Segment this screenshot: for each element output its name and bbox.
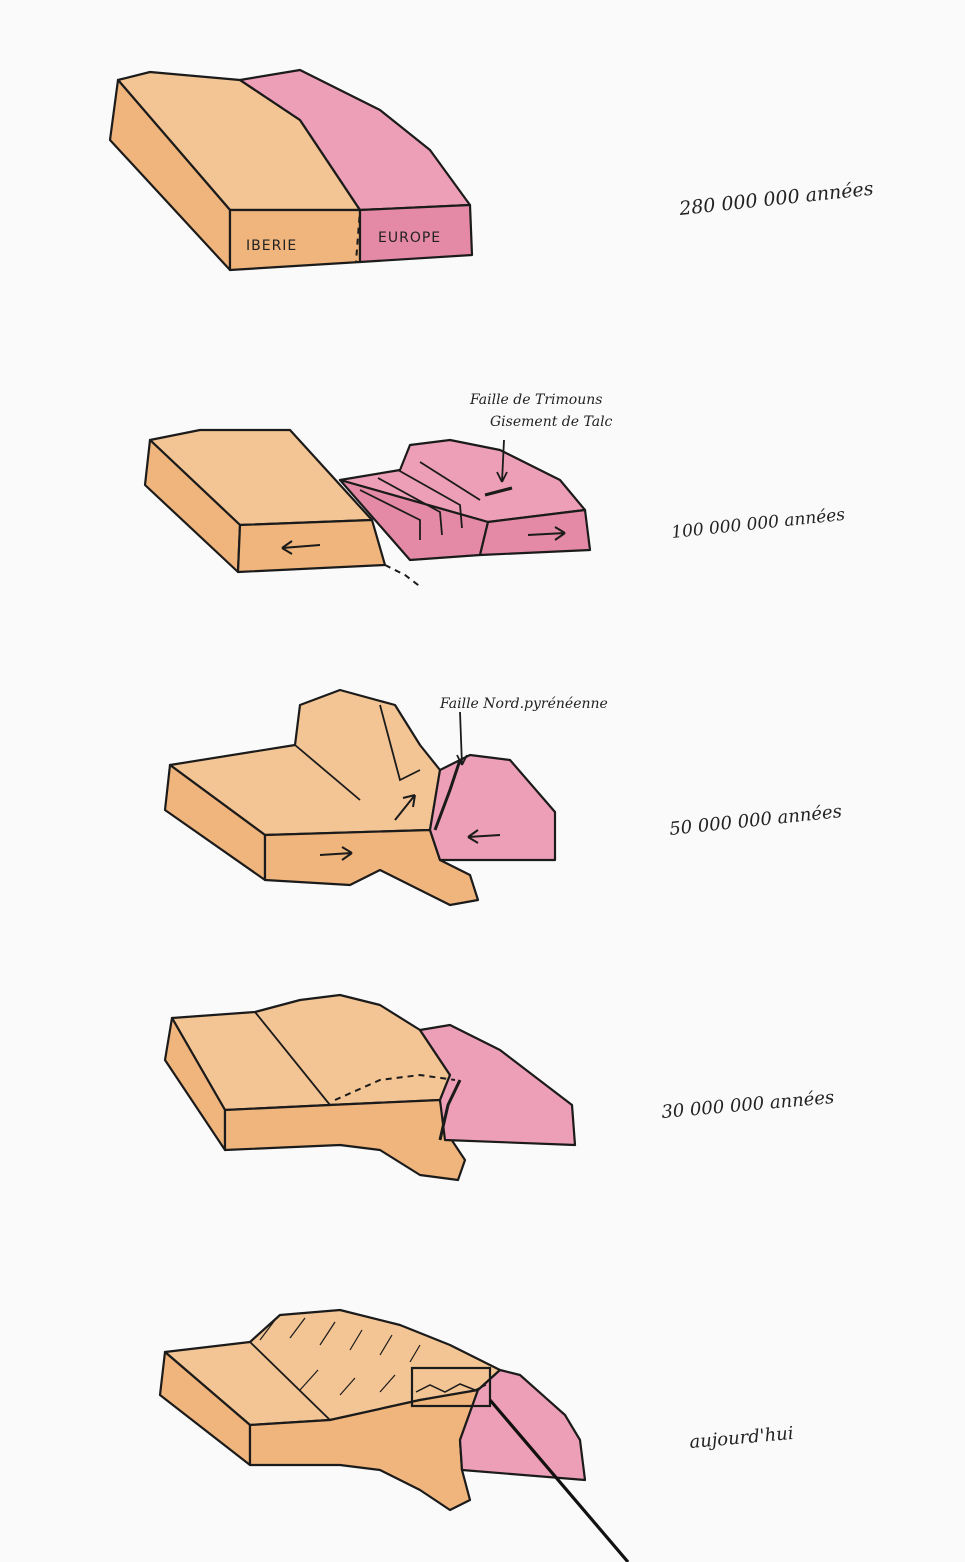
stage-3-block bbox=[165, 690, 555, 905]
europe-label: EUROPE bbox=[378, 230, 441, 246]
iberia-subducting-slab bbox=[225, 1100, 465, 1180]
stage-1-block: IBERIE EUROPE bbox=[110, 70, 472, 270]
stage-5-block bbox=[160, 1310, 628, 1562]
fault-dashed-extension bbox=[385, 565, 422, 588]
stage-1-age-label: 280 000 000 années bbox=[677, 178, 874, 220]
stage-5-age-label: aujourd'hui bbox=[689, 1423, 795, 1453]
trimouns-fault-label: Faille de Trimouns bbox=[469, 392, 602, 408]
iberia-label: IBERIE bbox=[246, 238, 297, 254]
stage-3-age-label: 50 000 000 années bbox=[668, 801, 842, 840]
stage-2-age-label: 100 000 000 années bbox=[670, 505, 846, 543]
north-pyrenean-fault-label: Faille Nord.pyrénéenne bbox=[439, 696, 608, 712]
stage-4-age-label: 30 000 000 années bbox=[661, 1087, 835, 1123]
talc-deposit-label: Gisement de Talc bbox=[490, 414, 613, 430]
fault-annotation-arrow bbox=[457, 712, 467, 765]
stage-4-block bbox=[165, 995, 575, 1180]
europe-block bbox=[430, 755, 555, 860]
stage-2-block bbox=[145, 430, 590, 588]
